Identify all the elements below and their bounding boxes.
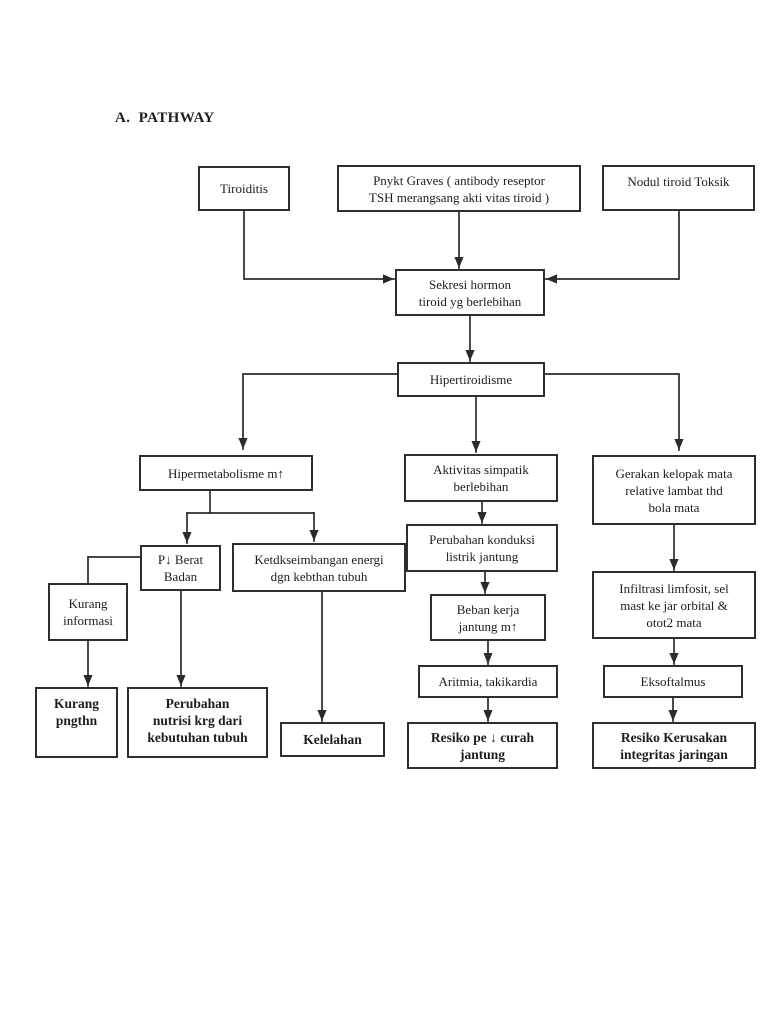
arrowhead-beban-to-aritmia bbox=[483, 653, 493, 664]
node-label-beban: Beban kerja jantung m↑ bbox=[456, 601, 520, 634]
arrowhead-gerakan-to-infiltrasi bbox=[669, 559, 679, 570]
arrowhead-infiltrasi-to-eksoftalmus bbox=[669, 653, 679, 664]
node-kurangpngthn: Kurang pngthn bbox=[35, 687, 118, 758]
node-eksoftalmus: Eksoftalmus bbox=[603, 665, 743, 698]
arrowhead-fork-to-pberat bbox=[182, 532, 192, 543]
node-label-kurangpngthn: Kurang pngthn bbox=[53, 696, 99, 728]
node-konduksi: Perubahan konduksi listrik jantung bbox=[406, 524, 558, 572]
node-resikocurah: Resiko pe ↓ curah jantung bbox=[407, 722, 558, 769]
connector-tiroiditis-to-sekresi bbox=[243, 210, 395, 280]
node-label-nutrisi: Perubahan nutrisi krg dari kebutuhan tub… bbox=[147, 696, 248, 745]
node-pberat: P↓ Berat Badan bbox=[140, 545, 221, 591]
arrowhead-konduksi-to-beban bbox=[480, 582, 490, 593]
node-gerakan: Gerakan kelopak mata relative lambat thd… bbox=[592, 455, 756, 525]
node-label-ketdk: Ketdkseimbangan energi dgn kebthan tubuh bbox=[254, 551, 384, 584]
arrowhead-kuranginfo-to-kurangpngthn bbox=[83, 675, 93, 686]
node-graves: Pnykt Graves ( antibody reseptor TSH mer… bbox=[337, 165, 581, 212]
node-label-gerakan: Gerakan kelopak mata relative lambat thd… bbox=[615, 465, 733, 515]
arrowhead-tiroiditis-to-sekresi bbox=[383, 274, 394, 284]
node-kelelahan: Kelelahan bbox=[280, 722, 385, 757]
connector-hipertiroidisme-to-hipermetabolisme bbox=[242, 373, 398, 450]
node-label-konduksi: Perubahan konduksi listrik jantung bbox=[429, 532, 535, 564]
node-label-aktivitas: Aktivitas simpatik berlebihan bbox=[433, 462, 529, 494]
node-label-eksoftalmus: Eksoftalmus bbox=[640, 674, 706, 689]
node-label-kuranginfo: Kurang informasi bbox=[63, 596, 113, 628]
node-label-tiroiditis: Tiroiditis bbox=[220, 181, 268, 196]
page-title: A. PATHWAY bbox=[115, 110, 215, 126]
node-hipermetabolisme: Hipermetabolisme m↑ bbox=[139, 455, 313, 491]
arrowhead-aritmia-to-resikocurah bbox=[483, 710, 493, 721]
connector-hipertiroidisme-to-gerakan bbox=[544, 373, 680, 451]
node-label-resikocurah: Resiko pe ↓ curah jantung bbox=[430, 729, 535, 762]
node-nutrisi: Perubahan nutrisi krg dari kebutuhan tub… bbox=[127, 687, 268, 758]
node-resikokerusakan: Resiko Kerusakan integritas jaringan bbox=[592, 722, 756, 769]
node-label-nodul: Nodul tiroid Toksik bbox=[627, 174, 730, 189]
node-nodul: Nodul tiroid Toksik bbox=[602, 165, 755, 211]
arrowhead-fork-to-ketdk bbox=[309, 530, 319, 541]
node-tiroiditis: Tiroiditis bbox=[198, 166, 290, 211]
node-hipertiroidisme: Hipertiroidisme bbox=[397, 362, 545, 397]
arrowhead-sekresi-to-hipertiroidisme bbox=[465, 350, 475, 361]
node-label-resikokerusakan: Resiko Kerusakan integritas jaringan bbox=[620, 729, 728, 762]
arrowhead-hipertiroidisme-to-gerakan bbox=[674, 439, 684, 450]
connector-pberat-to-kuranginfo bbox=[87, 556, 141, 585]
arrowhead-nodul-to-sekresi bbox=[546, 274, 557, 284]
node-label-hipermetabolisme: Hipermetabolisme m↑ bbox=[168, 465, 284, 481]
node-label-sekresi: Sekresi hormon tiroid yg berlebihan bbox=[418, 276, 522, 309]
node-aritmia: Aritmia, takikardia bbox=[418, 665, 558, 698]
node-ketdk: Ketdkseimbangan energi dgn kebthan tubuh bbox=[232, 543, 406, 592]
node-label-pberat: P↓ Berat Badan bbox=[157, 552, 204, 584]
connector-nodul-to-sekresi bbox=[545, 210, 680, 280]
arrowhead-ketdk-to-kelelahan bbox=[317, 710, 327, 721]
arrowhead-graves-to-sekresi bbox=[454, 257, 464, 268]
node-label-kelelahan: Kelelahan bbox=[303, 732, 362, 747]
node-sekresi: Sekresi hormon tiroid yg berlebihan bbox=[395, 269, 545, 316]
node-label-graves: Pnykt Graves ( antibody reseptor TSH mer… bbox=[368, 172, 550, 205]
node-beban: Beban kerja jantung m↑ bbox=[430, 594, 546, 641]
node-kuranginfo: Kurang informasi bbox=[48, 583, 128, 641]
node-label-aritmia: Aritmia, takikardia bbox=[438, 674, 538, 689]
arrowhead-eksoftalmus-to-resikokerusakan bbox=[668, 710, 678, 721]
node-label-hipertiroidisme: Hipertiroidisme bbox=[429, 372, 513, 387]
node-label-infiltrasi: Infiltrasi limfosit, sel mast ke jar orb… bbox=[619, 580, 729, 630]
arrowhead-hipertiroidisme-to-hipermetabolisme bbox=[238, 438, 248, 449]
arrowhead-aktivitas-to-konduksi bbox=[477, 512, 487, 523]
arrowhead-pberat-to-nutrisi bbox=[176, 675, 186, 686]
node-infiltrasi: Infiltrasi limfosit, sel mast ke jar orb… bbox=[592, 571, 756, 639]
arrowhead-hipertiroidisme-to-aktivitas bbox=[471, 441, 481, 452]
node-aktivitas: Aktivitas simpatik berlebihan bbox=[404, 454, 558, 502]
